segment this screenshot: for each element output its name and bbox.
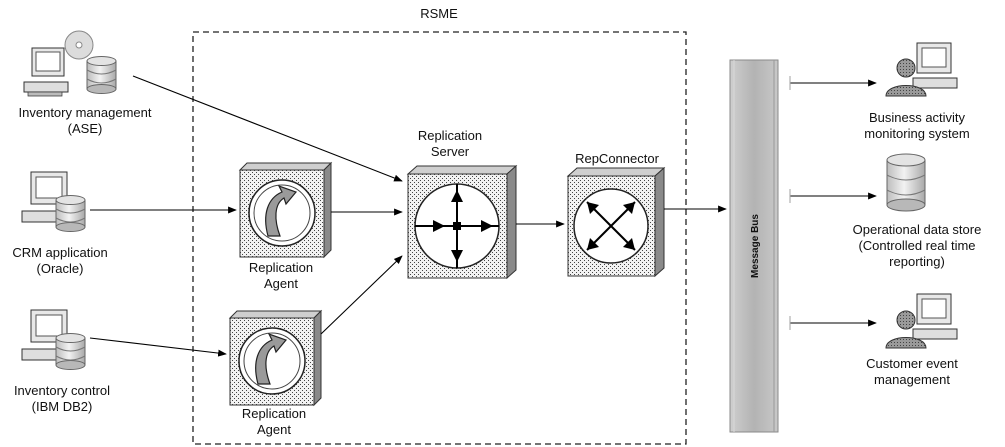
rsme-boundary [192,31,687,445]
target-customer-event-label: Customer event management [866,356,958,387]
inventory-management-database-icon [86,56,117,94]
rsme-label: RSME [420,6,458,21]
inventory-management-workstation-icon [23,30,94,97]
crm-application-database-icon [55,195,86,232]
source-inventory-control-label: Inventory control (IBM DB2) [13,383,111,414]
replication-agent-1-label: Replication Agent [248,260,314,291]
business-activity-user-icon [885,42,958,97]
repconnector-label: RepConnector [575,151,659,166]
inventory-control-database-icon [55,333,86,370]
operational-data-store-database-icon [886,153,926,212]
message-bus-label: Message Bus [750,214,761,278]
connectors [89,75,877,357]
arrow-agent2-to-server [320,255,403,335]
message-bus-icon [729,59,779,433]
replication-agent-1-icon [238,161,333,259]
replication-agent-2-icon [228,309,323,407]
replication-server-icon [406,164,518,280]
source-crm-application-label: CRM application (Oracle) [12,245,108,276]
customer-event-user-icon [885,293,958,349]
replication-agent-2-label: Replication Agent [241,406,307,437]
target-operational-data-store-label: Operational data store (Controlled real … [852,222,982,269]
target-business-activity-label: Business activity monitoring system [864,110,970,141]
arrow-inventory-to-server [132,75,403,182]
arrow-db2-to-agent2 [89,337,227,357]
replication-server-label: Replication Server [417,128,483,159]
source-inventory-management-label: Inventory management (ASE) [18,105,152,136]
repconnector-icon [566,166,666,278]
